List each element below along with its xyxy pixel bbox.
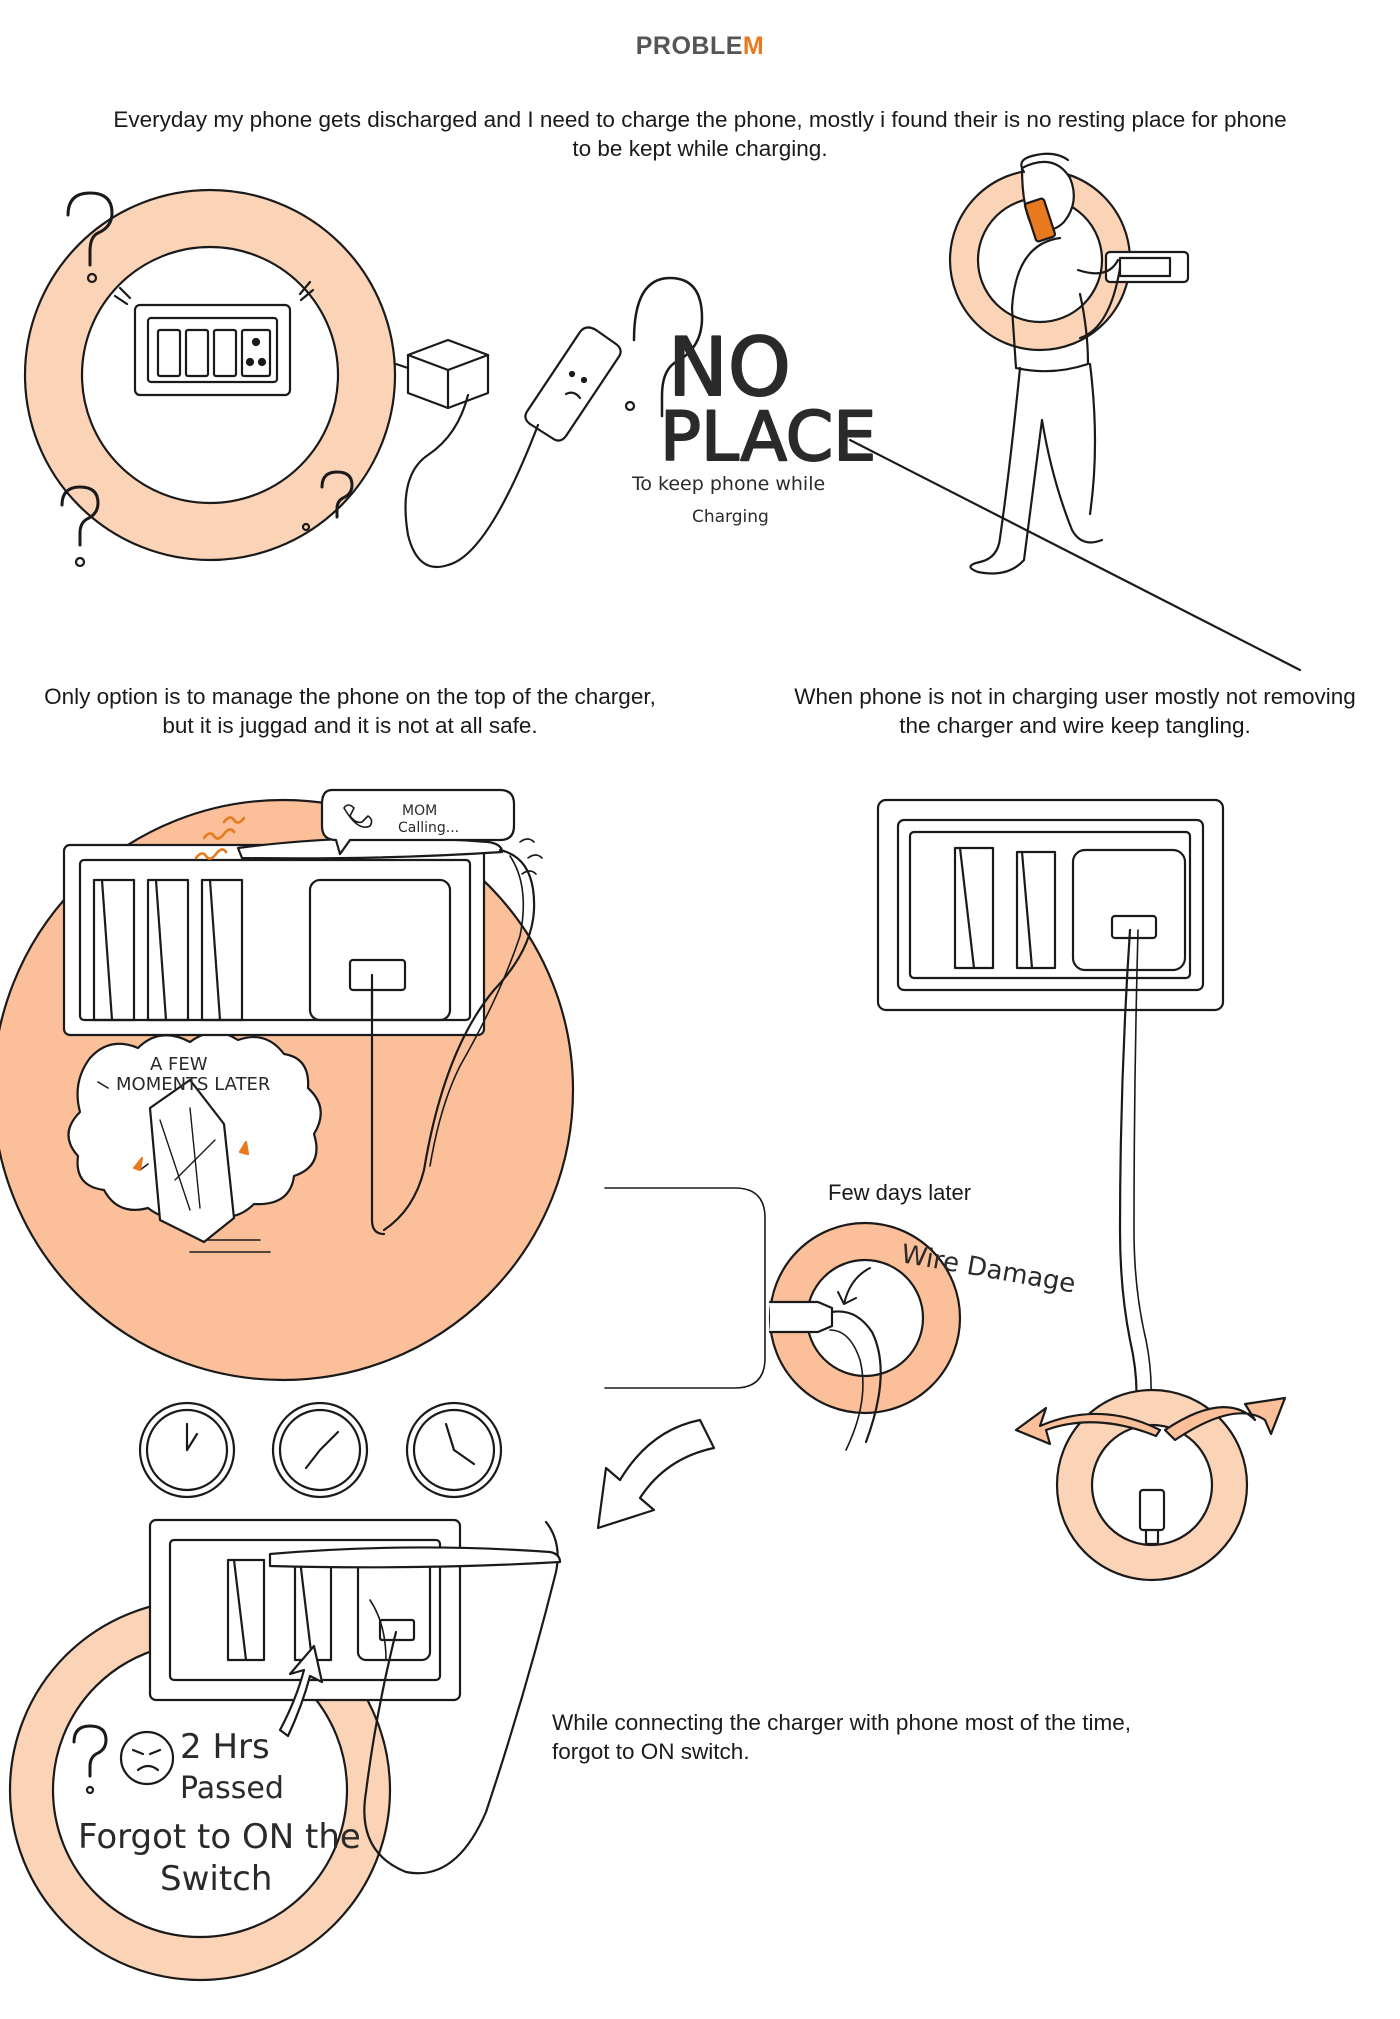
place-text: PLACE (660, 398, 876, 477)
few-text: A FEW (150, 1054, 208, 1075)
charger-adapter (394, 338, 540, 569)
caption-intro: Everyday my phone gets discharged and I … (113, 107, 1287, 161)
charging-text: Charging (692, 507, 769, 527)
switchboard-with-phone (62, 816, 543, 1236)
caption-tangling: When phone is not in charging user mostl… (794, 684, 1356, 738)
calling-text: Calling... (398, 820, 459, 836)
two-hrs-text: 2 Hrs (180, 1727, 270, 1767)
moments-later-text: MOMENTS LATER (116, 1074, 270, 1095)
question-mark-icon (66, 191, 114, 284)
tangle-arrow-right (1163, 1396, 1287, 1442)
angry-face-icon (119, 1730, 175, 1786)
tangle-arrow-left (1014, 1406, 1162, 1446)
forgot-text: Forgot to ON the (78, 1817, 361, 1857)
mom-text: MOM (402, 803, 437, 819)
clock-icon (138, 1401, 236, 1499)
zoom-callout (604, 1187, 766, 1389)
pointer-arrow-icon (278, 1644, 324, 1738)
few-days-later-label: Few days later (828, 1180, 972, 1205)
title-main: PROBLE (635, 32, 743, 60)
no-text: NO (668, 321, 791, 414)
question-mark-icon (72, 1724, 108, 1795)
switch-text: Switch (160, 1859, 272, 1899)
page-title: PROBLEM (0, 32, 1400, 61)
mom-calling-bubble: MOM Calling... (320, 788, 516, 856)
clock-icon (271, 1401, 369, 1499)
question-mark-icon (60, 485, 100, 568)
sad-phone-icon (524, 326, 622, 442)
caption-top-of-charger: Only option is to manage the phone on th… (44, 684, 656, 738)
pointer-line (848, 438, 1302, 672)
keep-phone-text: To keep phone while (631, 473, 825, 495)
no-place-lettering: NO PLACE To keep phone while Charging (624, 276, 877, 527)
flow-arrow-down-left (596, 1418, 716, 1530)
caption-forgot-switch: While connecting the charger with phone … (552, 1710, 1132, 1764)
wire-damage-circle: Wire Damage (768, 1221, 1078, 1451)
switchboard-circle (23, 188, 397, 562)
clock-icon (405, 1401, 503, 1499)
question-mark-icon (301, 470, 354, 532)
title-accent: M (742, 32, 765, 60)
man-on-phone (948, 152, 1190, 575)
charger-end-circle (1055, 1388, 1249, 1582)
passed-text: Passed (180, 1771, 284, 1806)
few-moments-label: A FEW MOMENTS LATER (116, 1054, 270, 1095)
